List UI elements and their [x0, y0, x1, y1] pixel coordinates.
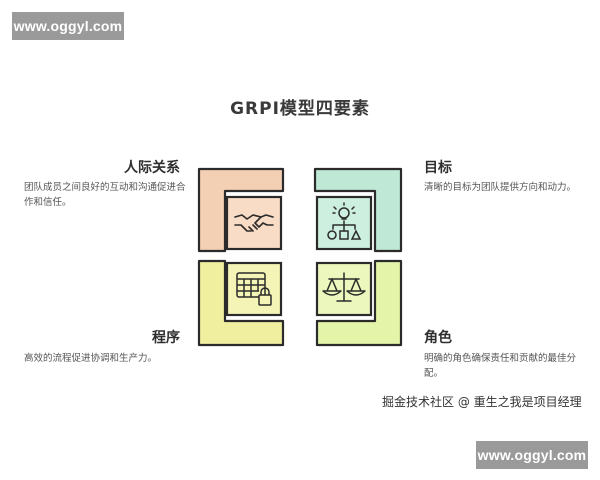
handshake-icon: [234, 214, 274, 232]
calendar-lock-icon: [236, 272, 272, 306]
processes-heading: 程序: [152, 330, 180, 346]
relationships-block: [197, 167, 285, 253]
relationships-description: 团队成员之间良好的互动和沟通促进合作和信任。: [24, 182, 186, 208]
processes-block: [197, 259, 285, 347]
page-title: GRPI模型四要素: [230, 99, 370, 119]
roles-heading: 角色: [424, 330, 452, 346]
goals-description: 清晰的目标为团队提供方向和动力。: [424, 182, 577, 193]
goals-block: [313, 167, 403, 253]
goals-heading: 目标: [424, 160, 452, 176]
credit-text: 掘金技术社区 @ 重生之我是项目经理: [382, 395, 582, 409]
watermark-bottom: www.oggyl.com: [476, 441, 588, 469]
lightbulb-org-chart-icon: [327, 202, 362, 240]
scales-icon: [322, 272, 366, 302]
grpi-diagram: [197, 167, 403, 347]
relationships-heading: 人际关系: [124, 160, 180, 176]
processes-description: 高效的流程促进协调和生产力。: [24, 353, 158, 364]
roles-description: 明确的角色确保责任和贡献的最佳分配。: [424, 353, 577, 379]
watermark-top: www.oggyl.com: [12, 12, 124, 40]
roles-block: [315, 259, 403, 347]
